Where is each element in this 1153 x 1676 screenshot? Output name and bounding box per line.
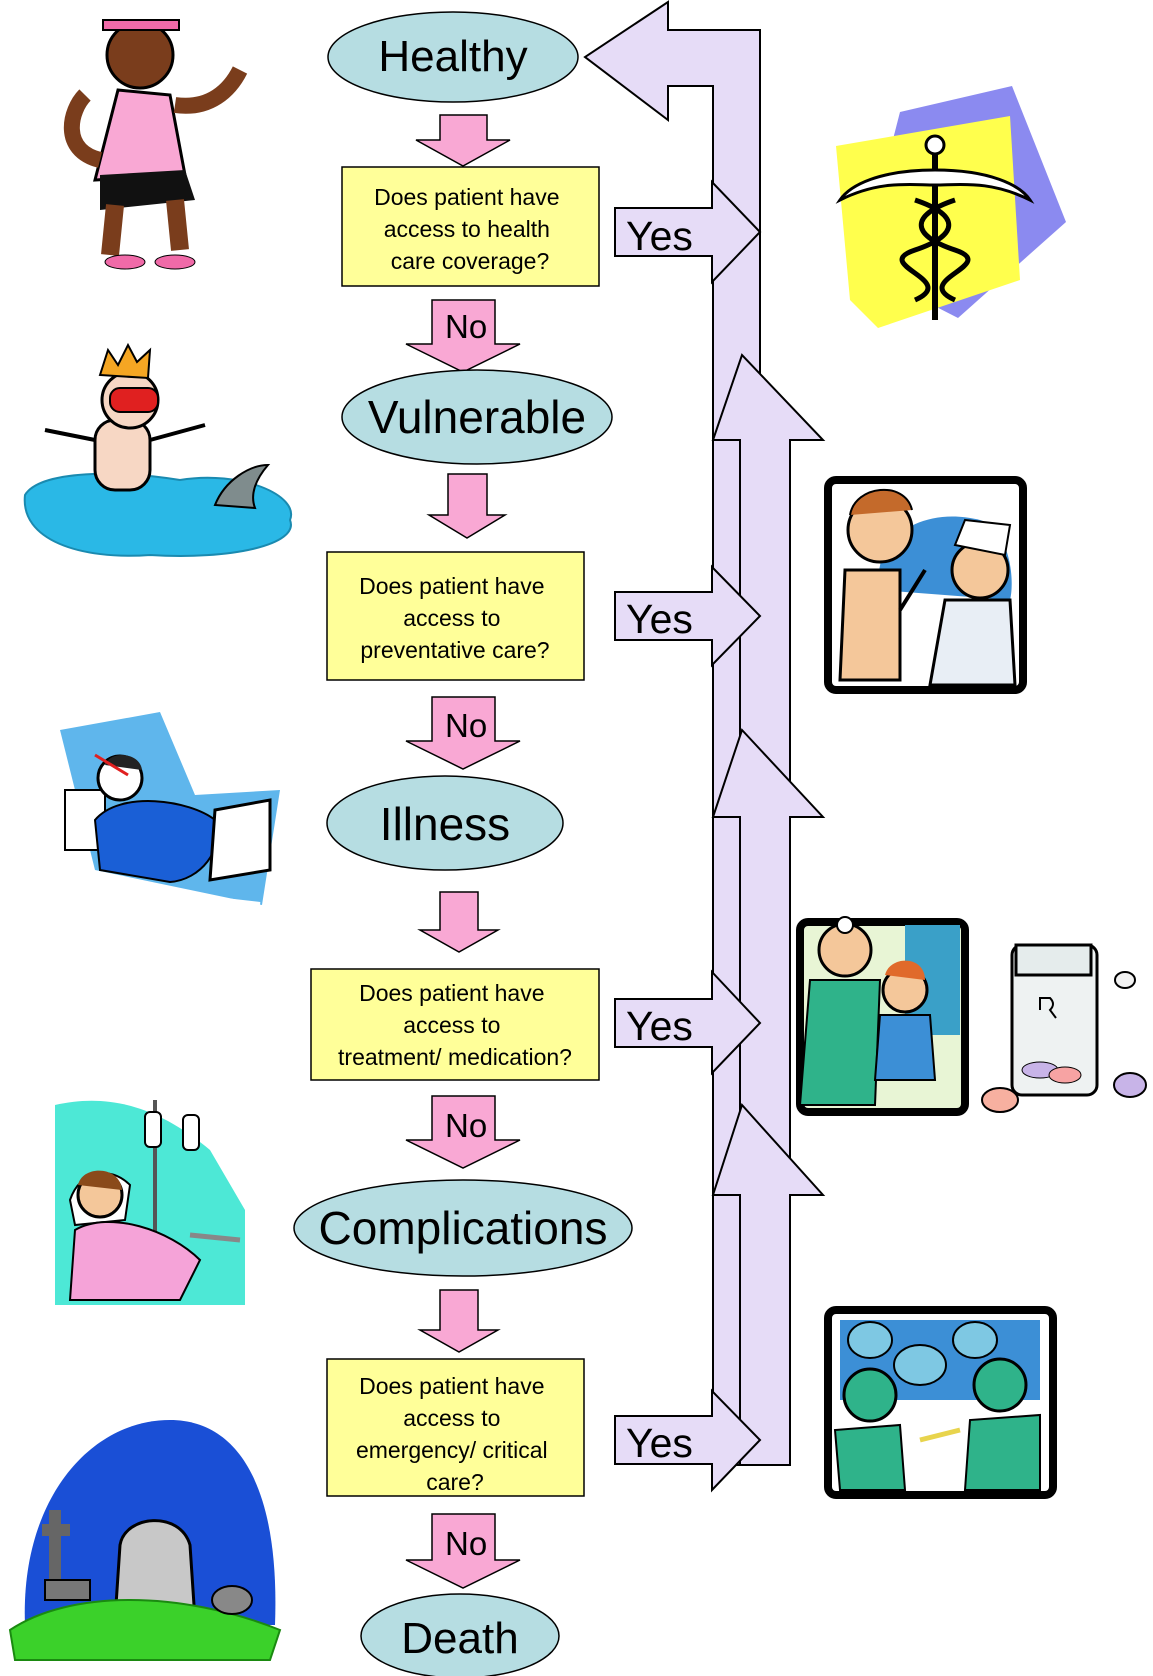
hospital-patient-clipart bbox=[55, 1100, 245, 1305]
down-arrow-4 bbox=[405, 696, 521, 770]
state-illness bbox=[326, 775, 564, 871]
surgery-clipart bbox=[824, 1306, 1057, 1499]
down-arrow-2 bbox=[405, 299, 521, 373]
state-label-healthy: Healthy bbox=[378, 32, 527, 81]
down-arrow-3 bbox=[426, 473, 508, 539]
yes-label-4: Yes bbox=[626, 1420, 693, 1466]
yes-labels: Yes Yes Yes Yes bbox=[626, 213, 693, 1466]
state-vulnerable bbox=[341, 369, 613, 465]
state-label-death: Death bbox=[401, 1614, 518, 1663]
yes-arrow-4 bbox=[614, 1388, 762, 1493]
question-boxes bbox=[310, 166, 600, 1497]
return-arrow-to-healthy bbox=[583, 0, 761, 1466]
swimmer-shark-clipart bbox=[23, 342, 293, 557]
state-label-illness: Illness bbox=[380, 798, 510, 850]
no-labels: No No No No bbox=[445, 308, 487, 1562]
yes-arrow-2 bbox=[614, 564, 762, 668]
yes-arrow-3 bbox=[614, 969, 762, 1076]
up-arrow-3 bbox=[711, 1103, 826, 1466]
grave-clipart bbox=[8, 1420, 282, 1661]
caduceus-clipart bbox=[835, 86, 1066, 328]
state-label-complications: Complications bbox=[319, 1202, 608, 1254]
question-2: Does patient have access to preventative… bbox=[359, 573, 551, 663]
down-arrows bbox=[405, 114, 521, 1589]
yes-label-1: Yes bbox=[626, 213, 693, 259]
down-arrow-6 bbox=[405, 1095, 521, 1169]
state-death bbox=[360, 1593, 560, 1676]
runner-clipart bbox=[63, 19, 248, 270]
question-box-3 bbox=[310, 968, 600, 1081]
state-healthy bbox=[327, 11, 579, 103]
no-label-1: No bbox=[445, 308, 487, 345]
question-texts: Does patient have access to health care … bbox=[338, 184, 572, 1495]
state-complications bbox=[293, 1179, 633, 1277]
question-3: Does patient have access to treatment/ m… bbox=[338, 980, 572, 1070]
yes-label-2: Yes bbox=[626, 596, 693, 642]
question-1: Does patient have access to health care … bbox=[374, 184, 566, 274]
state-nodes bbox=[293, 11, 633, 1676]
question-box-1 bbox=[341, 166, 600, 287]
yes-label-3: Yes bbox=[626, 1003, 693, 1049]
down-arrow-8 bbox=[405, 1513, 521, 1589]
no-label-3: No bbox=[445, 1107, 487, 1144]
sick-in-bed-clipart bbox=[57, 712, 280, 908]
no-label-4: No bbox=[445, 1525, 487, 1562]
doctor-and-pills-clipart bbox=[796, 916, 1147, 1116]
state-label-vulnerable: Vulnerable bbox=[368, 391, 586, 443]
down-arrow-1 bbox=[415, 114, 511, 167]
question-box-4 bbox=[326, 1358, 585, 1497]
yes-arrows bbox=[614, 179, 762, 1493]
down-arrow-7 bbox=[417, 1289, 501, 1353]
no-label-2: No bbox=[445, 707, 487, 744]
down-arrow-5 bbox=[417, 891, 501, 953]
question-box-2 bbox=[326, 551, 585, 681]
question-4: Does patient have access to emergency/ c… bbox=[356, 1373, 554, 1495]
nurse-injection-clipart bbox=[824, 476, 1027, 694]
yes-arrow-1 bbox=[614, 179, 762, 285]
state-labels: Healthy Vulnerable Illness Complications… bbox=[319, 32, 608, 1663]
